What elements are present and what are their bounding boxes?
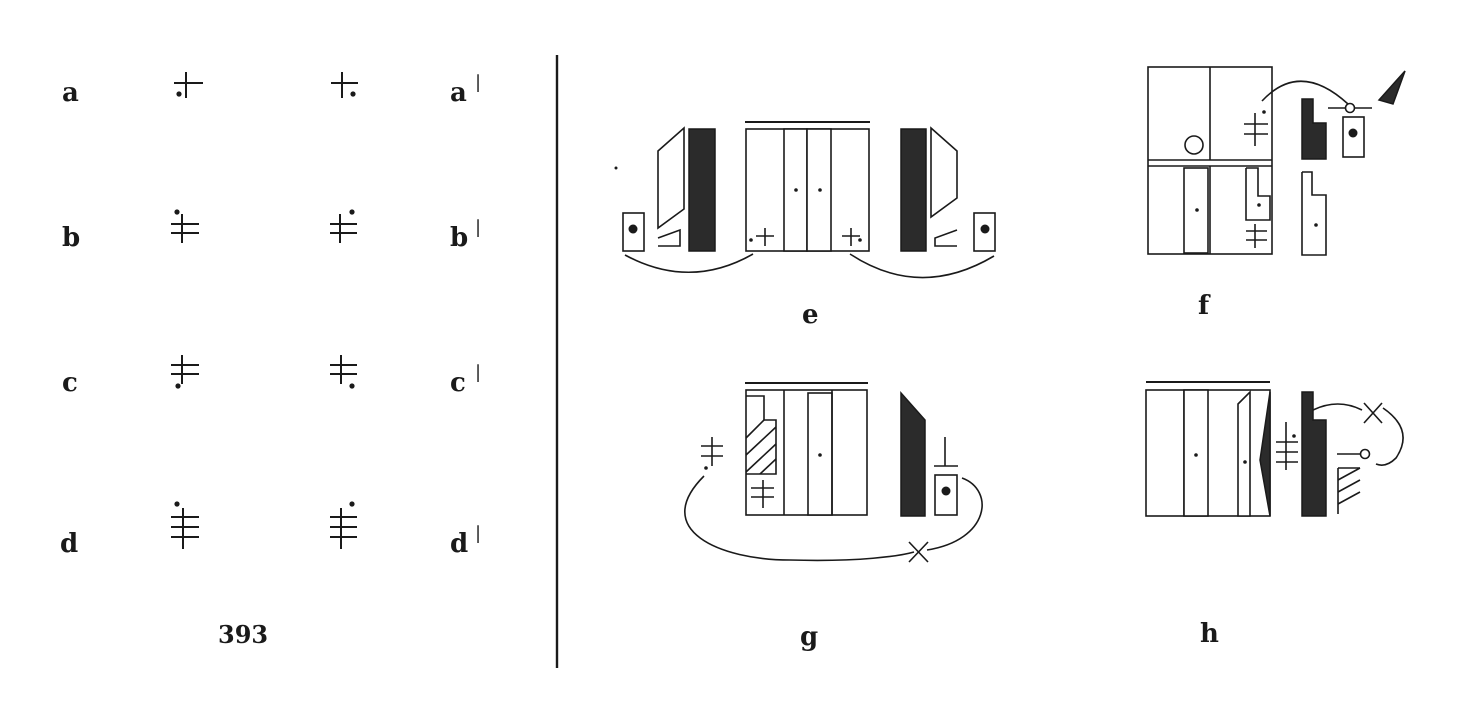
svg-text:d: d	[450, 529, 468, 559]
panel-h: h	[1145, 381, 1404, 649]
svg-text:b: b	[450, 223, 468, 253]
symbol-a-left	[174, 72, 203, 98]
svg-text:c: c	[450, 368, 466, 398]
symbol-b-left	[171, 209, 199, 243]
panel-e: e	[614, 121, 996, 330]
panel-f: f	[1147, 66, 1406, 321]
panel-label-f: f	[1198, 291, 1211, 321]
symbol-a-right	[331, 72, 358, 98]
row-label-b: b	[62, 223, 80, 253]
row-label-b-prime: b |	[450, 217, 481, 253]
row-label-a-prime: a |	[450, 72, 481, 108]
panel-label-e: e	[802, 300, 819, 330]
row-label-c-prime: c |	[450, 362, 481, 398]
symbol-d-right	[330, 501, 357, 549]
svg-text:|: |	[475, 523, 481, 544]
figure-number: 393	[218, 620, 268, 649]
symbol-c-left	[171, 355, 199, 389]
symbol-table: a b c d a | b | c | d |	[60, 72, 481, 649]
row-label-d: d	[60, 529, 78, 559]
panel-g: g	[684, 382, 983, 652]
svg-text:a: a	[450, 78, 467, 108]
panel-label-h: h	[1200, 619, 1219, 649]
svg-text:|: |	[475, 217, 481, 238]
row-label-c: c	[62, 368, 78, 398]
row-label-a: a	[62, 78, 79, 108]
symbol-d-left	[171, 501, 199, 549]
svg-text:|: |	[475, 362, 481, 383]
row-label-d-prime: d |	[450, 523, 481, 559]
panel-label-g: g	[800, 622, 818, 652]
symbol-c-right	[330, 355, 357, 389]
symbol-b-right	[330, 209, 357, 243]
svg-text:|: |	[475, 72, 481, 93]
